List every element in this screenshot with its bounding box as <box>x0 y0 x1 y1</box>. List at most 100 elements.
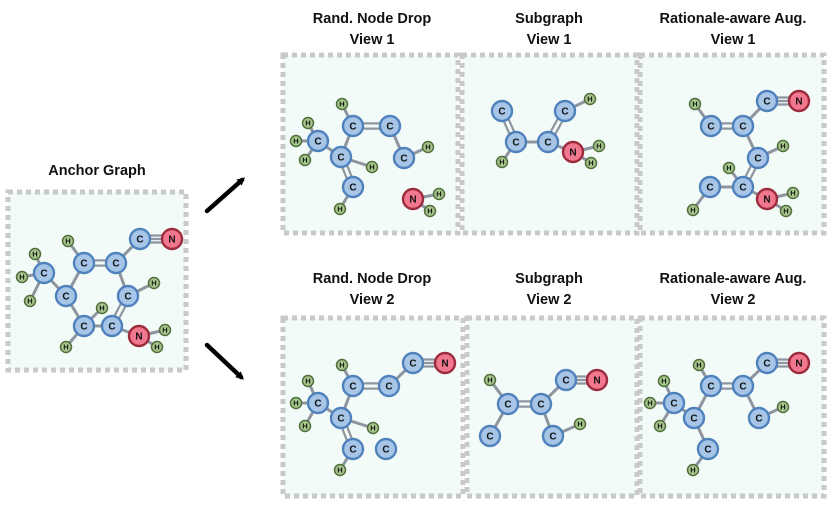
atom-c: C <box>100 314 124 338</box>
atom-node <box>298 153 312 167</box>
atom-label: N <box>593 376 600 387</box>
atom-label: H <box>696 361 701 370</box>
atom-c: C <box>755 351 779 375</box>
atom-h: H <box>432 187 446 201</box>
atom-node <box>329 406 353 430</box>
atom-node <box>722 161 736 175</box>
atom-node <box>746 146 770 170</box>
atom-h: H <box>365 160 379 174</box>
atom-node <box>776 139 790 153</box>
atom-h: H <box>59 340 73 354</box>
atom-c: C <box>401 351 425 375</box>
atom-node <box>377 374 401 398</box>
atom-node <box>341 437 365 461</box>
atom-n: N <box>787 351 811 375</box>
atom-h: H <box>776 139 790 153</box>
atom-c: C <box>541 424 565 448</box>
atom-node <box>584 156 598 170</box>
atom-node <box>496 392 520 416</box>
atom-h: H <box>779 204 793 218</box>
atom-label: C <box>124 292 131 303</box>
atom-node <box>333 202 347 216</box>
atom-label: N <box>168 235 175 246</box>
atom-node <box>147 276 161 290</box>
atom-label: C <box>498 107 505 118</box>
atom-label: C <box>136 235 143 246</box>
atom-label: H <box>487 376 492 385</box>
atom-h: H <box>776 400 790 414</box>
atom-c: C <box>496 392 520 416</box>
atom-node <box>158 323 172 337</box>
atom-label: H <box>63 343 68 352</box>
atom-h: H <box>298 419 312 433</box>
panel-title-line: View 1 <box>527 32 572 48</box>
atom-node <box>536 130 560 154</box>
atom-node <box>289 396 303 410</box>
atom-node <box>23 294 37 308</box>
atom-label: C <box>337 153 344 164</box>
panel-title-line: Subgraph <box>515 271 583 287</box>
panel-title-line: Rationale-aware Aug. <box>660 271 807 287</box>
atom-h: H <box>657 374 671 388</box>
atom-label: C <box>670 399 677 410</box>
panel-title-line: View 2 <box>350 292 395 308</box>
atom-label: C <box>314 137 321 148</box>
atom-h: H <box>583 92 597 106</box>
atom-node <box>585 368 609 392</box>
atom-h: H <box>722 161 736 175</box>
atom-label: N <box>795 359 802 370</box>
atom-label: H <box>661 377 666 386</box>
atom-label: C <box>349 122 356 133</box>
atom-c: C <box>755 89 779 113</box>
panel-title-line: View 2 <box>711 292 756 308</box>
atom-c: C <box>104 251 128 275</box>
atom-node <box>786 186 800 200</box>
panel-frame <box>637 52 827 236</box>
atom-label: C <box>739 382 746 393</box>
atom-node <box>365 160 379 174</box>
panel-title-line: View 2 <box>527 292 572 308</box>
atom-c: C <box>478 424 502 448</box>
atom-node <box>341 114 365 138</box>
atom-node <box>699 114 723 138</box>
atom-label: C <box>337 414 344 425</box>
atom-h: H <box>573 417 587 431</box>
atom-h: H <box>28 247 42 261</box>
atom-node <box>696 437 720 461</box>
atom-label: H <box>369 163 374 172</box>
atom-c: C <box>341 374 365 398</box>
atom-c: C <box>529 392 553 416</box>
atom-label: H <box>726 164 731 173</box>
atom-label: H <box>337 205 342 214</box>
atom-h: H <box>423 204 437 218</box>
atom-node <box>72 314 96 338</box>
atom-label: H <box>99 304 104 313</box>
atom-node <box>335 358 349 372</box>
atom-node <box>692 358 706 372</box>
atom-node <box>787 89 811 113</box>
atom-label: H <box>162 326 167 335</box>
atom-h: H <box>333 463 347 477</box>
atom-node <box>374 437 398 461</box>
atom-c: C <box>128 227 152 251</box>
atom-label: H <box>596 142 601 151</box>
atom-label: H <box>690 206 695 215</box>
atom-node <box>432 187 446 201</box>
atom-node <box>433 351 457 375</box>
atom-label: C <box>561 107 568 118</box>
atom-label: N <box>795 97 802 108</box>
atom-label: C <box>763 359 770 370</box>
atom-label: C <box>739 122 746 133</box>
atom-node <box>731 114 755 138</box>
atom-node <box>731 175 755 199</box>
atom-c: C <box>698 175 722 199</box>
atom-node <box>366 421 380 435</box>
atom-h: H <box>584 156 598 170</box>
atom-label: H <box>293 137 298 146</box>
atom-node <box>682 406 706 430</box>
atom-h: H <box>23 294 37 308</box>
atom-c: C <box>54 284 78 308</box>
